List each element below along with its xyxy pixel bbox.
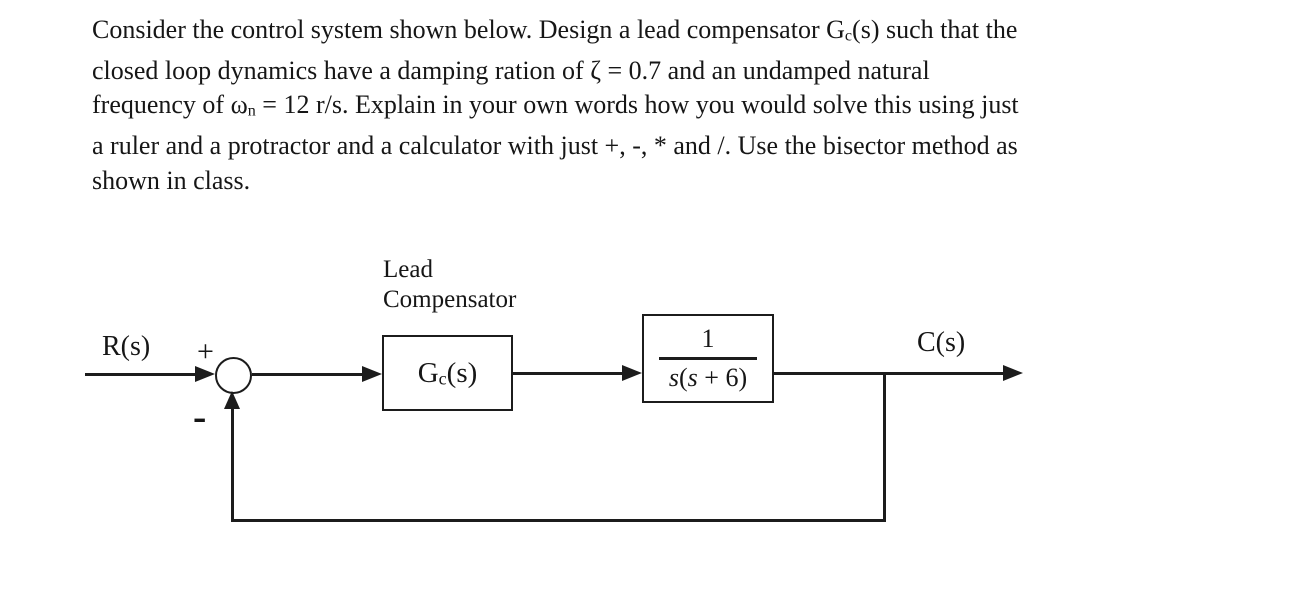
lead-compensator-caption: Lead Compensator: [383, 255, 516, 315]
fraction-bar: [659, 357, 757, 360]
compensator-output-line: [513, 372, 623, 375]
problem-line-3: frequency of ωn = 12 r/s. Explain in you…: [92, 90, 1019, 120]
summing-junction: [215, 357, 252, 394]
compensator-transfer-function: Gc(s): [417, 356, 478, 389]
problem-line-2: closed loop dynamics have a damping rati…: [92, 55, 930, 85]
caption-line-2: Compensator: [383, 286, 517, 313]
plant-block: 1 s(s + 6): [642, 314, 774, 403]
output-signal-line: [774, 372, 1004, 375]
plus-sign-label: +: [197, 335, 214, 368]
output-arrowhead-icon: [1003, 365, 1023, 381]
problem-line-4: a ruler and a protractor and a calculato…: [92, 131, 1018, 160]
output-signal-label: C(s): [917, 327, 966, 358]
plant-numerator: 1: [701, 323, 715, 353]
plant-transfer-function: 1 s(s + 6): [659, 323, 757, 393]
plant-denominator: s(s + 6): [668, 362, 748, 392]
feedback-branch-line: [883, 373, 886, 522]
compensator-input-arrowhead-icon: [362, 366, 382, 382]
plant-input-arrowhead-icon: [622, 365, 642, 381]
problem-line-5: shown in class.: [92, 165, 251, 195]
problem-line-1: Consider the control system shown below.…: [92, 15, 1018, 45]
feedback-bottom-line: [231, 519, 886, 522]
problem-statement: Consider the control system shown below.…: [92, 13, 1222, 198]
input-arrowhead-icon: [195, 366, 215, 382]
input-signal-line: [85, 373, 197, 376]
feedback-arrowhead-icon: [224, 391, 240, 409]
minus-sign-label: -: [193, 394, 207, 439]
compensator-block: Gc(s): [382, 335, 513, 411]
error-signal-line: [252, 373, 364, 376]
caption-line-1: Lead: [383, 256, 433, 283]
input-signal-label: R(s): [102, 331, 151, 362]
feedback-return-line: [231, 407, 234, 522]
